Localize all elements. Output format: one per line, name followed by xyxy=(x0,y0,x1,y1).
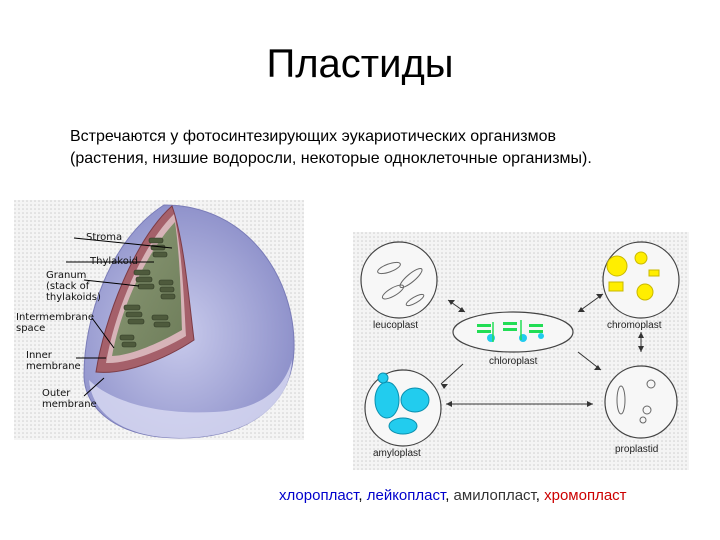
label-thylakoid: Thylakoid xyxy=(90,256,138,267)
caption-leucoplast: лейкопласт xyxy=(367,487,445,504)
label-proplastid: proplastid xyxy=(615,444,658,455)
label-outer-membrane-2: membrane xyxy=(42,399,97,410)
plastid-cycle-illustration xyxy=(353,232,689,470)
label-chloroplast: chloroplast xyxy=(489,356,537,367)
caption-separator-2: , xyxy=(445,487,453,504)
amyloplast-shape xyxy=(365,370,441,446)
label-inner-membrane-2: membrane xyxy=(26,361,81,372)
caption-separator-3: , xyxy=(536,487,544,504)
label-granum-3: thylakoids) xyxy=(46,292,101,303)
intro-line-1: Встречаются у фотосинтезирующих эукариот… xyxy=(70,126,700,148)
caption-amyloplast: амилопласт xyxy=(454,487,536,504)
plastid-types-caption: хлоропласт, лейкопласт, амилопласт, хром… xyxy=(279,487,627,504)
label-granum-2: (stack of xyxy=(46,281,89,292)
caption-chromoplast: хромопласт xyxy=(544,487,626,504)
label-intermembrane-1: Intermembrane xyxy=(16,312,94,323)
proplastid-shape xyxy=(605,366,677,438)
page-title: Пластиды xyxy=(0,42,720,87)
label-outer-membrane-1: Outer xyxy=(42,388,70,399)
label-leucoplast: leucoplast xyxy=(373,320,418,331)
intro-text: Встречаются у фотосинтезирующих эукариот… xyxy=(70,126,700,170)
label-stroma: Stroma xyxy=(86,232,122,243)
caption-chloroplast: хлоропласт xyxy=(279,487,358,504)
intro-line-2: (растения, низшие водоросли, некоторые о… xyxy=(70,148,700,170)
chromoplast-shape xyxy=(603,242,679,318)
label-intermembrane-2: space xyxy=(16,323,45,334)
leucoplast-shape xyxy=(361,242,437,318)
label-granum-1: Granum xyxy=(46,270,86,281)
plastid-cycle-diagram: leucoplast chromoplast chloroplast amylo… xyxy=(353,232,689,470)
label-amyloplast: amyloplast xyxy=(373,448,421,459)
caption-separator-1: , xyxy=(358,487,366,504)
label-chromoplast: chromoplast xyxy=(607,320,661,331)
chloroplast-shape xyxy=(453,312,573,352)
label-inner-membrane-1: Inner xyxy=(26,350,52,361)
chloroplast-structure-diagram: Stroma Thylakoid Granum (stack of thylak… xyxy=(14,200,304,440)
